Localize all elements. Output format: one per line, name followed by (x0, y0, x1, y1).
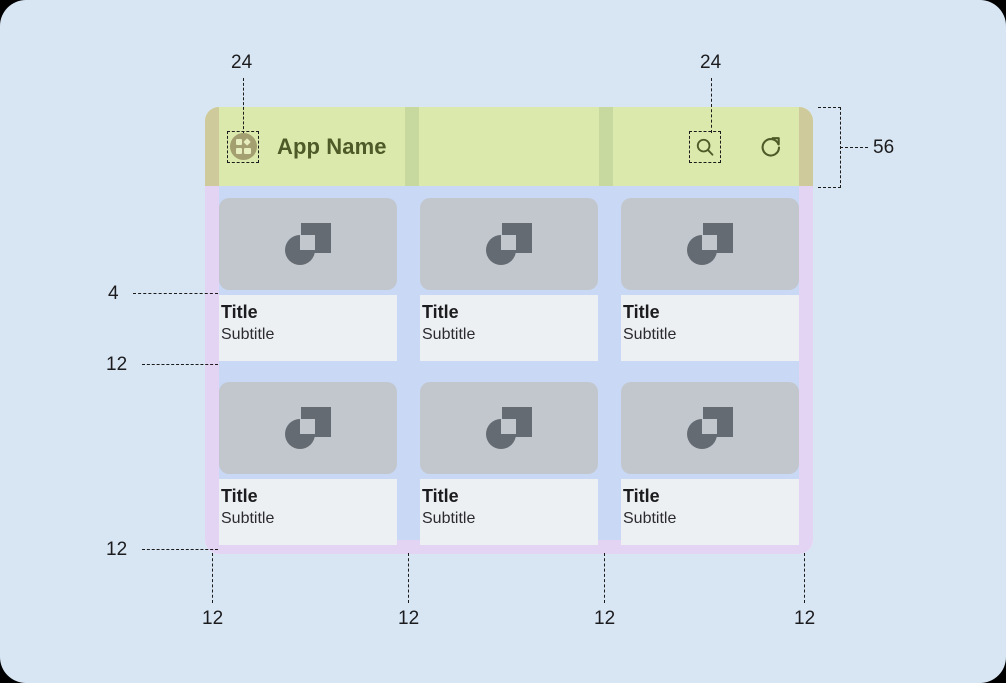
card-subtitle: Subtitle (623, 326, 677, 343)
annotation-label-col-gap-1: 12 (202, 608, 224, 629)
annotation-label-col-gap-3: 12 (594, 608, 616, 629)
apps-grid-cell (235, 147, 242, 154)
card-subtitle: Subtitle (623, 510, 677, 527)
placeholder-notch (702, 235, 717, 250)
card-title: Title (422, 486, 459, 506)
annotation-label-col-gap-2: 12 (398, 608, 420, 629)
annotation-leader-bottom-padding (142, 549, 218, 550)
card-media (219, 198, 397, 290)
card-media (219, 382, 397, 474)
card[interactable]: Title Subtitle (420, 382, 598, 545)
apps-grid-cell (235, 139, 242, 146)
apps-grid-cell (244, 147, 251, 154)
app-artboard: App Name (205, 107, 813, 554)
annotation-bracket-appbar-height (818, 107, 841, 188)
card-media (621, 382, 799, 474)
annotation-label-col-gap-4: 12 (794, 608, 816, 629)
card-subtitle: Subtitle (422, 510, 476, 527)
image-placeholder-icon (486, 407, 532, 449)
search-button[interactable] (689, 130, 721, 163)
placeholder-notch (501, 235, 516, 250)
card-text: Title Subtitle (621, 295, 799, 361)
app-title: App Name (277, 133, 387, 159)
annotation-leader-appbar-height (840, 147, 868, 148)
app-bar-content: App Name (205, 107, 813, 186)
annotation-label-media-gap: 4 (108, 283, 119, 304)
annotation-leader-media-gap (133, 293, 218, 294)
annotation-label-menu-target: 24 (231, 52, 253, 73)
card-title: Title (221, 302, 258, 322)
content-area: Title Subtitle Title (205, 186, 813, 554)
placeholder-notch (702, 419, 717, 434)
card[interactable]: Title Subtitle (219, 198, 397, 361)
card[interactable]: Title Subtitle (621, 198, 799, 361)
annotation-leader-col-4 (804, 553, 805, 603)
annotation-leader-col-3 (604, 553, 605, 603)
card[interactable]: Title Subtitle (621, 382, 799, 545)
placeholder-notch (501, 419, 516, 434)
card-media (420, 198, 598, 290)
annotation-leader-col-1 (212, 553, 213, 603)
annotation-label-bottom-padding: 12 (106, 539, 128, 560)
card-title: Title (623, 302, 660, 322)
placeholder-notch (300, 419, 315, 434)
card-media (420, 382, 598, 474)
menu-button[interactable] (227, 130, 259, 163)
annotation-leader-search (711, 78, 712, 133)
apps-grid-cell (243, 138, 252, 147)
card-media (621, 198, 799, 290)
apps-grid-icon (229, 133, 257, 160)
card-grid: Title Subtitle Title (219, 186, 799, 545)
card-subtitle: Subtitle (221, 510, 275, 527)
card[interactable]: Title Subtitle (219, 382, 397, 545)
placeholder-notch (300, 235, 315, 250)
refresh-icon (761, 136, 781, 156)
annotation-label-row-gap: 12 (106, 354, 128, 375)
card-title: Title (623, 486, 660, 506)
card-text: Title Subtitle (219, 295, 397, 361)
annotation-label-appbar-height: 56 (873, 137, 895, 158)
search-icon (696, 138, 714, 156)
card-subtitle: Subtitle (221, 326, 275, 343)
card[interactable]: Title Subtitle (420, 198, 598, 361)
annotation-label-search-target: 24 (700, 52, 722, 73)
image-placeholder-icon (687, 223, 733, 265)
card-text: Title Subtitle (420, 295, 598, 361)
card-title: Title (422, 302, 459, 322)
card-title: Title (221, 486, 258, 506)
card-text: Title Subtitle (621, 479, 799, 545)
annotation-leader-menu (243, 78, 244, 134)
card-text: Title Subtitle (219, 479, 397, 545)
image-placeholder-icon (285, 223, 331, 265)
image-placeholder-icon (486, 223, 532, 265)
card-text: Title Subtitle (420, 479, 598, 545)
image-placeholder-icon (285, 407, 331, 449)
refresh-button[interactable] (755, 131, 787, 163)
card-subtitle: Subtitle (422, 326, 476, 343)
annotation-leader-col-2 (408, 553, 409, 603)
annotation-leader-row-gap (142, 364, 218, 365)
image-placeholder-icon (687, 407, 733, 449)
